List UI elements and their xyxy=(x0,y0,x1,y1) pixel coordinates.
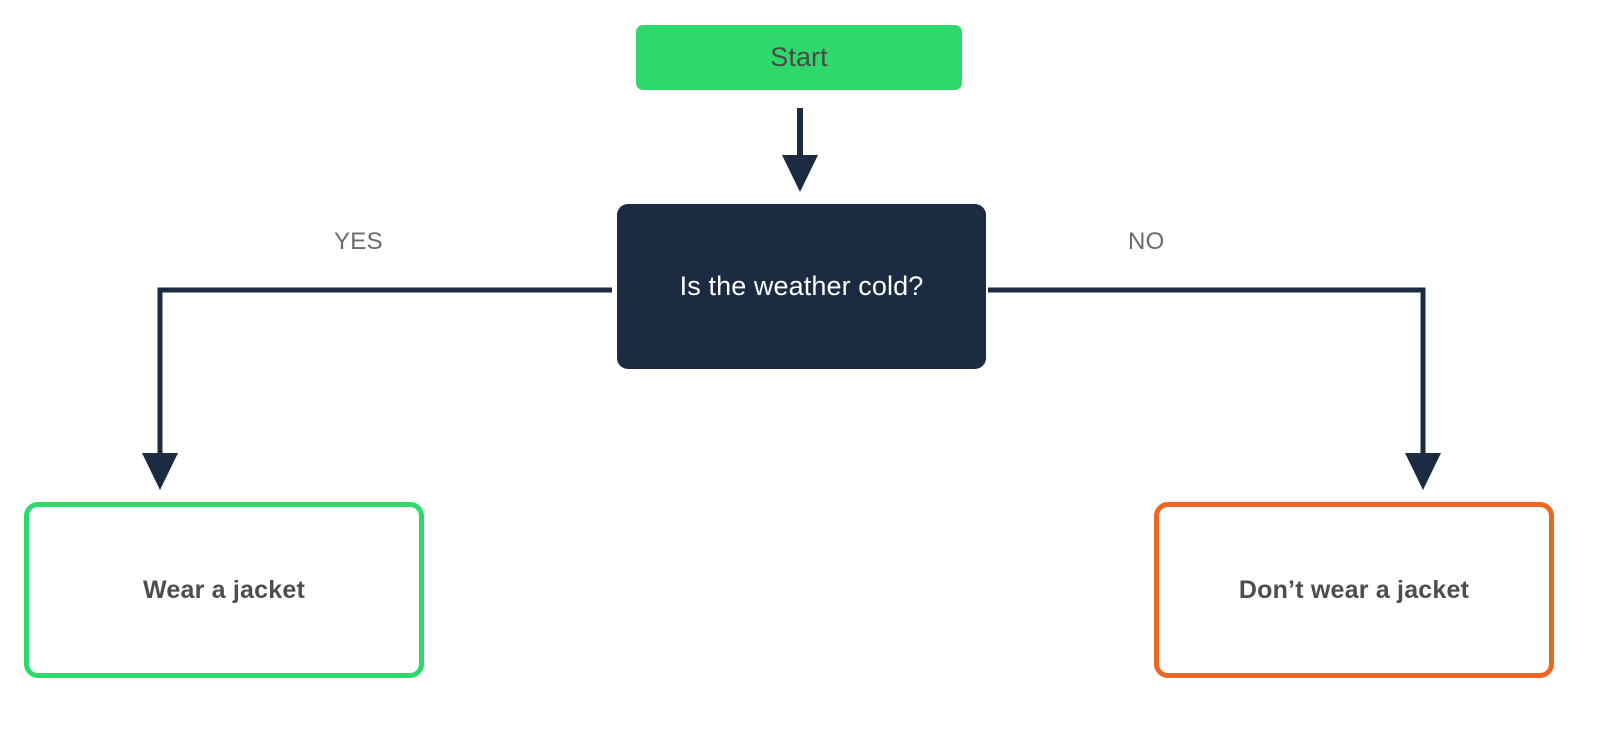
edge-decision-to-no xyxy=(988,287,1441,490)
edge-decision-to-no-path xyxy=(988,287,1426,455)
edge-decision-to-yes-arrowhead xyxy=(142,453,178,490)
edge-label-no: NO xyxy=(1128,228,1165,255)
node-decision[interactable]: Is the weather cold? xyxy=(617,204,986,369)
edge-decision-to-no-arrowhead xyxy=(1405,453,1441,490)
edge-start-to-decision xyxy=(782,108,818,192)
node-outcome-wear-jacket-label: Wear a jacket xyxy=(143,575,305,604)
node-decision-label: Is the weather cold? xyxy=(679,271,924,301)
node-start-label: Start xyxy=(770,42,828,72)
edge-start-to-decision-arrowhead xyxy=(782,155,818,192)
node-outcome-dont-wear-jacket-label: Don’t wear a jacket xyxy=(1238,575,1470,604)
node-outcome-wear-jacket[interactable]: Wear a jacket xyxy=(24,502,424,678)
edge-decision-to-yes xyxy=(142,287,612,490)
edge-label-yes: YES xyxy=(334,228,383,255)
node-start[interactable]: Start xyxy=(636,25,962,90)
node-outcome-dont-wear-jacket[interactable]: Don’t wear a jacket xyxy=(1154,502,1554,678)
edge-decision-to-yes-path xyxy=(157,287,612,455)
